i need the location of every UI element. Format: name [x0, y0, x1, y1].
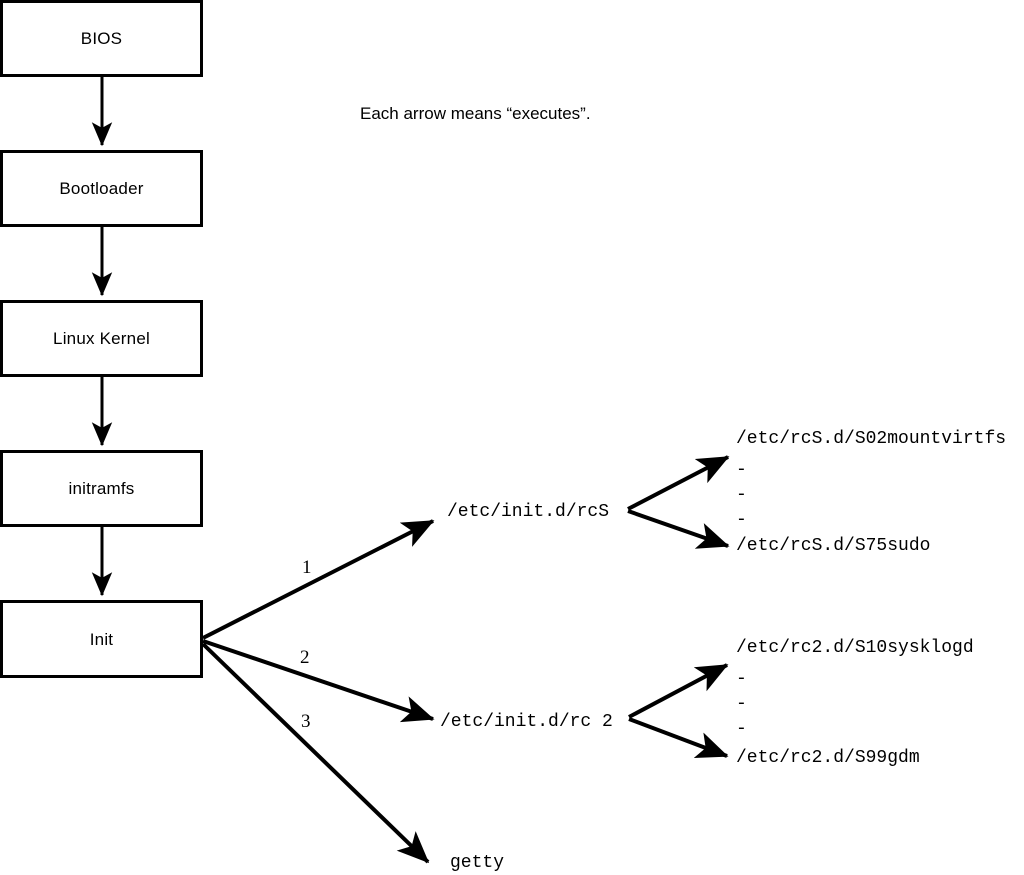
rcs-ellipsis-dash-1: -: [736, 460, 747, 480]
edge-rc2-to-last-script: [628, 717, 729, 758]
edge-init-to-rc2: [202, 639, 435, 723]
edge-init-to-getty: [201, 642, 430, 864]
rc2-ellipsis-dash-1: -: [736, 669, 747, 689]
diagram-caption: Each arrow means “executes”.: [360, 104, 591, 123]
node-rc2-first-script[interactable]: /etc/rc2.d/S10sysklogd: [736, 638, 974, 658]
node-bios-label: BIOS: [80, 29, 123, 48]
node-linux-kernel-label: Linux Kernel: [53, 329, 150, 348]
rcs-ellipsis-dash-2: -: [736, 485, 747, 505]
node-rc2-last-script[interactable]: /etc/rc2.d/S99gdm: [736, 748, 920, 768]
node-init-label: Init: [89, 629, 114, 649]
rc2-ellipsis-dash-2: -: [736, 694, 747, 714]
node-init[interactable]: Init: [0, 600, 203, 678]
node-linux-kernel[interactable]: Linux Kernel: [0, 300, 203, 377]
edge-number-3: 3: [301, 711, 311, 732]
node-bios[interactable]: BIOS: [0, 0, 203, 77]
edge-init-to-rcs: [202, 519, 435, 640]
node-rcs-first-script[interactable]: /etc/rcS.d/S02mountvirtfs: [736, 429, 1007, 449]
node-initramfs[interactable]: initramfs: [0, 450, 203, 527]
node-rc2-script[interactable]: /etc/init.d/rc 2: [440, 712, 613, 732]
node-initramfs-label: initramfs: [68, 479, 135, 498]
node-bootloader-label: Bootloader: [59, 179, 144, 198]
edge-number-1: 1: [302, 557, 312, 578]
rcs-ellipsis-dash-3: -: [736, 510, 747, 530]
edge-rc2-to-first-script: [628, 663, 729, 719]
edge-rcs-to-last-script: [627, 509, 730, 549]
node-rcs-script[interactable]: /etc/init.d/rcS: [447, 502, 610, 522]
node-getty[interactable]: getty: [450, 853, 505, 873]
rc2-ellipsis-dash-3: -: [736, 719, 747, 739]
edge-number-2: 2: [300, 647, 310, 668]
node-rcs-last-script[interactable]: /etc/rcS.d/S75sudo: [736, 536, 931, 556]
node-bootloader[interactable]: Bootloader: [0, 150, 203, 227]
edge-rcs-to-first-script: [627, 455, 730, 511]
